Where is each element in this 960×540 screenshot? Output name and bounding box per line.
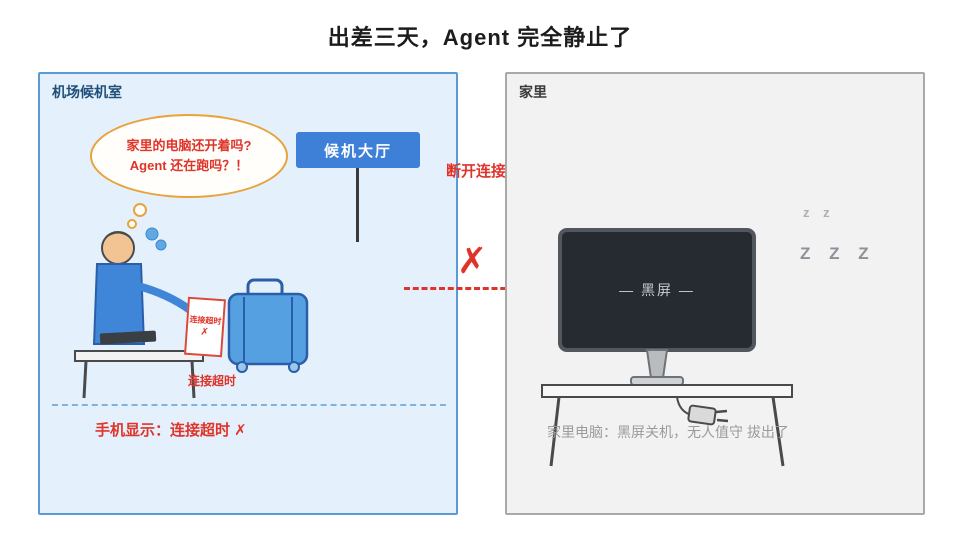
phone-screen: 连接超时 ✗ <box>184 296 226 358</box>
airport-caption: 手机显示：连接超时 ✗ <box>95 422 247 439</box>
timeout-label: 连接超时 <box>188 374 237 388</box>
airport-scene-drawing <box>74 203 309 399</box>
bench <box>74 350 204 399</box>
phone-timeout-text: 连接超时 <box>189 314 222 326</box>
thought-line-2: Agent 还在跑吗？！ <box>129 157 249 173</box>
sign-pole <box>356 168 359 242</box>
unplugged-power-plug-icon <box>676 396 729 426</box>
black-screen-text: — 黑屏 — <box>619 282 695 298</box>
thought-line-1: 家里的电脑还开着吗? <box>126 138 252 154</box>
traveler-figure <box>92 231 194 345</box>
sleep-zz-large-icon: Z Z Z <box>800 244 876 263</box>
disconnect-cross-icon: ✗ <box>457 240 488 281</box>
thought-bubble: 家里的电脑还开着吗? Agent 还在跑吗？！ <box>90 114 288 198</box>
sleep-zz-small-icon: z z <box>803 205 835 220</box>
disconnect-label: 断开连接 <box>446 163 507 180</box>
broken-connection-line <box>404 287 550 290</box>
monitor <box>558 228 756 386</box>
thought-trail-icon <box>127 203 167 251</box>
suitcase <box>227 278 309 373</box>
airport-panel: 机场候机室 <box>38 72 458 515</box>
airport-panel-label: 机场候机室 <box>52 84 122 100</box>
home-panel: 家里 z z Z Z Z — 黑屏 — <box>505 72 925 515</box>
panel-divider-dashed-line <box>52 404 446 406</box>
desk <box>541 384 793 467</box>
phone-cross-icon: ✗ <box>200 326 210 339</box>
home-panel-label: 家里 <box>519 84 547 100</box>
home-caption: 家里电脑：黑屏关机，无人值守 拔出了 <box>547 424 789 440</box>
page-title: 出差三天，Agent 完全静止了 <box>327 25 633 50</box>
home-scene-drawing <box>541 228 793 467</box>
hall-sign: 候机大厅 <box>296 132 420 168</box>
